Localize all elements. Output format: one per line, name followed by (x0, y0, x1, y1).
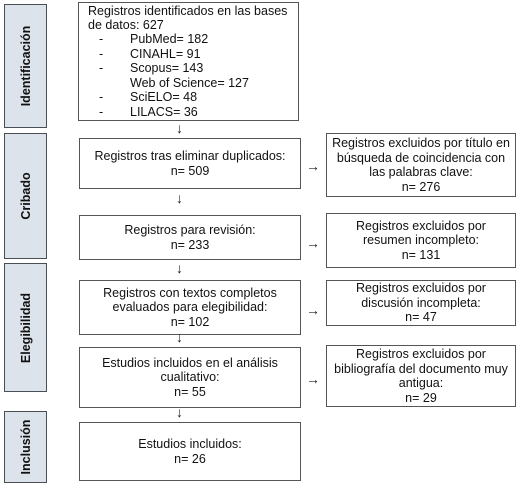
phase-bar-identificacion: Identificación (4, 4, 47, 128)
phase-label: Identificación (18, 25, 33, 107)
box-text-line: n= 509 (170, 163, 210, 178)
source-bullet: - (99, 46, 104, 61)
box-text-line: Registros excluidos por título en (332, 136, 510, 150)
down-arrow: ↓ (176, 329, 183, 345)
source-item: CINAHL= 91 (130, 46, 201, 61)
box-text-line: evaluados para elegibilidad: (112, 300, 268, 315)
down-arrow: ↓ (176, 260, 183, 276)
source-bullet: - (99, 104, 104, 119)
phase-bar-elegibilidad: Elegibilidad (4, 263, 47, 392)
identification-title-line: de datos: 627 (88, 17, 164, 32)
source-bullet: - (99, 90, 104, 104)
down-arrow: ↓ (176, 120, 183, 136)
box-text-line: n= 233 (170, 237, 210, 252)
box-text-line: n= 26 (174, 451, 206, 466)
box-text-line: Estudios incluidos en el análisis (102, 355, 278, 370)
right-arrow: → (306, 371, 320, 387)
phase-label: Inclusión (18, 419, 33, 475)
box-text-line: cualitativo: (160, 370, 220, 385)
right-arrow: → (306, 302, 320, 318)
source-item: LILACS= 36 (130, 104, 198, 119)
source-bullet: - (99, 61, 104, 75)
box-text-line: n= 102 (170, 314, 210, 329)
box-text-line: antigua: (398, 376, 444, 390)
box-text-line: resumen incompleto: (362, 233, 480, 248)
box-text-line: Registros para revisión: (124, 223, 256, 237)
source-item: SciELO= 48 (130, 90, 198, 104)
source-bullet: - (99, 32, 104, 46)
box-text-line: las palabras clave: (369, 165, 473, 179)
box-text-line: bibliografía del documento muy (334, 361, 508, 376)
main-box-incluidos: Estudios incluidos:n= 26 (79, 422, 301, 481)
phase-label: Cribado (18, 172, 33, 220)
phase-label: Elegibilidad (18, 292, 33, 363)
source-item: Scopus= 143 (130, 61, 204, 75)
box-text-line: Registros con textos completos (103, 285, 277, 300)
main-box-duplicados: Registros tras eliminar duplicados:n= 50… (79, 138, 301, 189)
box-text-line: búsqueda de coincidencia con (336, 150, 506, 165)
identification-title-line: Registros identificados en las bases (88, 4, 288, 18)
box-text-line: n= 55 (174, 384, 206, 399)
right-arrow: → (306, 235, 320, 251)
box-text-line: Registros excluidos por (356, 218, 486, 233)
source-item: Web of Science= 127 (130, 75, 249, 90)
box-text-line: n= 276 (401, 179, 441, 194)
main-box-revision: Registros para revisión:n= 233 (79, 215, 301, 260)
box-text-line: Registros excluidos por (356, 347, 486, 361)
box-text-line: n= 29 (405, 390, 437, 405)
box-text-line: Registros tras eliminar duplicados: (94, 149, 286, 163)
phase-bar-inclusion: Inclusión (4, 411, 47, 483)
source-item: PubMed= 182 (130, 32, 209, 46)
down-arrow: ↓ (176, 190, 183, 206)
box-text-line: Estudios incluidos: (138, 437, 242, 451)
down-arrow: ↓ (176, 404, 183, 420)
right-arrow: → (306, 158, 320, 174)
box-text-line: Registros excluidos por (356, 281, 486, 296)
box-text-line: n= 131 (401, 247, 441, 262)
phase-bar-cribado: Cribado (4, 133, 47, 259)
box-text-line: n= 47 (405, 310, 437, 325)
box-text-line: discusión incompleta: (361, 295, 481, 310)
